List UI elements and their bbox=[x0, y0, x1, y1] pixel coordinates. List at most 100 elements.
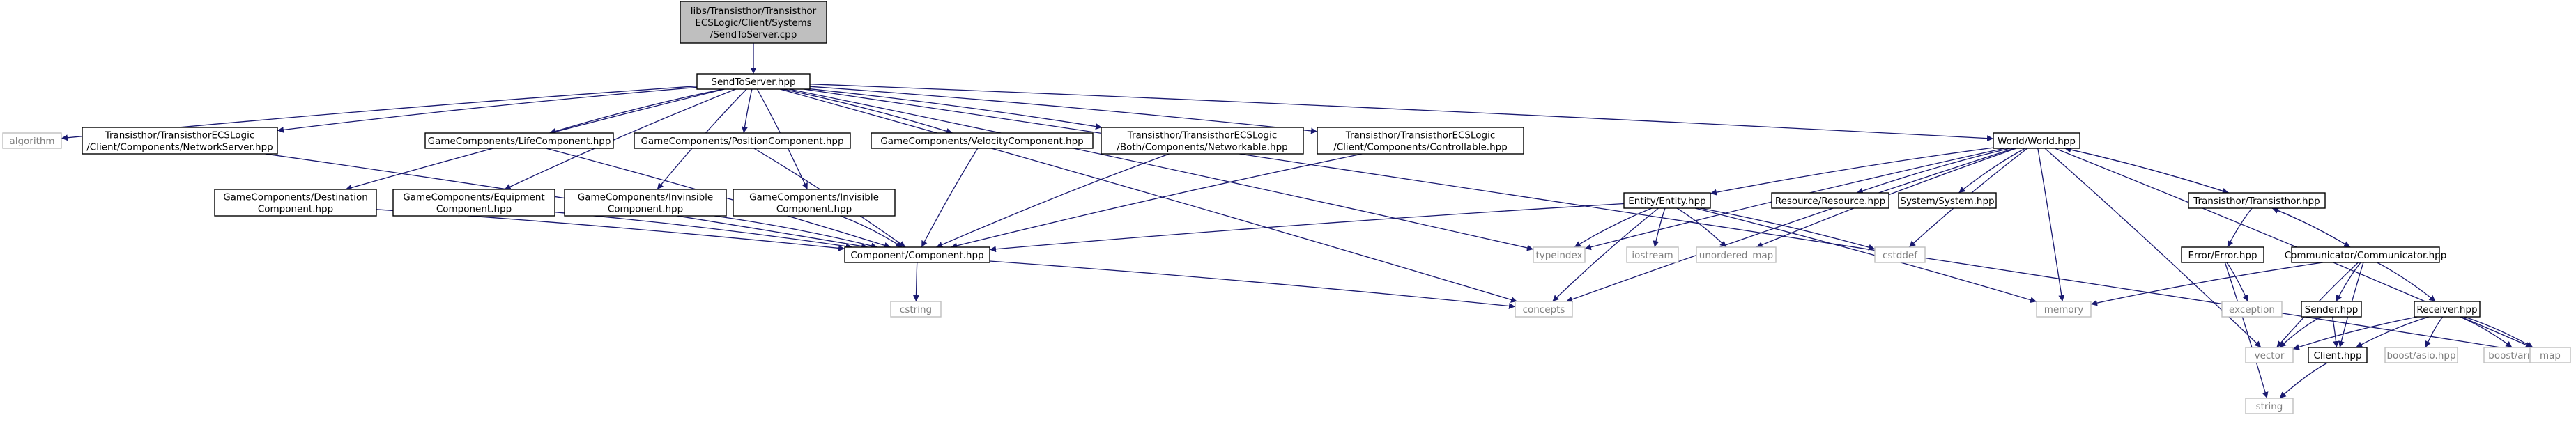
node-string: string bbox=[2245, 398, 2294, 414]
edge-sender-to-client bbox=[2331, 316, 2340, 348]
node-invinsible-label-line: GameComponents/Invinsible bbox=[578, 192, 713, 203]
edge-sender-to-vector bbox=[2279, 316, 2322, 348]
node-controllable-box bbox=[1317, 127, 1524, 155]
node-component[interactable]: Component/Component.hpp bbox=[844, 246, 990, 263]
edge-entity-to-cstddef bbox=[1699, 207, 1876, 251]
node-exception-box bbox=[2221, 301, 2283, 318]
node-system-label-line: System/System.hpp bbox=[1900, 196, 1994, 207]
edge-sendtoserver-to-velocity bbox=[783, 88, 953, 134]
node-velocity[interactable]: GameComponents/VelocityComponent.hpp bbox=[871, 132, 1094, 149]
node-position-box bbox=[634, 132, 851, 149]
node-entity-label-line: Entity/Entity.hpp bbox=[1628, 196, 1705, 207]
edge-entity-to-typeindex bbox=[1574, 207, 1653, 248]
node-map: map bbox=[2529, 347, 2571, 363]
node-typeindex-label-line: typeindex bbox=[1535, 250, 1582, 261]
node-networkable-box bbox=[1101, 127, 1304, 155]
node-networkserver-box bbox=[82, 127, 278, 155]
edge-receiver-to-map bbox=[2464, 316, 2533, 348]
node-entity[interactable]: Entity/Entity.hpp bbox=[1623, 192, 1711, 209]
node-sendtoserver[interactable]: SendToServer.hpp bbox=[696, 73, 811, 90]
node-exception: exception bbox=[2221, 301, 2283, 318]
node-receiver[interactable]: Receiver.hpp bbox=[2414, 301, 2481, 318]
node-root-label-line: /SendToServer.cpp bbox=[710, 29, 797, 40]
edge-entity-to-memory bbox=[1694, 207, 2037, 304]
node-communicator[interactable]: Communicator/Communicator.hpp bbox=[2285, 246, 2447, 263]
edge-communicator-to-transisthor bbox=[2271, 207, 2351, 248]
node-concepts-label-line: concepts bbox=[1523, 304, 1565, 315]
node-system[interactable]: System/System.hpp bbox=[1898, 192, 1997, 209]
node-velocity-label-line: GameComponents/VelocityComponent.hpp bbox=[880, 136, 1083, 147]
node-sender[interactable]: Sender.hpp bbox=[2301, 301, 2362, 318]
node-iostream: iostream bbox=[1626, 246, 1679, 263]
node-networkserver[interactable]: Transisthor/TransisthorECSLogic/Client/C… bbox=[82, 127, 278, 155]
edge-equipment-to-component bbox=[554, 212, 852, 250]
edge-component-to-cstring bbox=[912, 262, 919, 302]
node-algorithm: algorithm bbox=[2, 132, 62, 149]
node-world-label-line: World/World.hpp bbox=[1998, 136, 2076, 147]
node-layer: libs/Transisthor/TransisthorECSLogic/Cli… bbox=[2, 1, 2571, 414]
node-unordered_map-box bbox=[1696, 246, 1777, 263]
edge-networkable-to-component bbox=[936, 153, 1170, 248]
edge-controllable-to-component bbox=[951, 153, 1363, 249]
edge-sendtoserver-to-world bbox=[809, 84, 1994, 142]
node-networkserver-label-line: Transisthor/TransisthorECSLogic bbox=[105, 130, 255, 141]
node-life-label-line: GameComponents/LifeComponent.hpp bbox=[428, 136, 611, 147]
node-error[interactable]: Error/Error.hpp bbox=[2181, 246, 2264, 263]
node-position-label-line: GameComponents/PositionComponent.hpp bbox=[641, 136, 843, 147]
node-receiver-label-line: Receiver.hpp bbox=[2416, 304, 2477, 315]
edge-world-to-entity bbox=[1710, 147, 1994, 196]
node-equipment-box bbox=[392, 189, 555, 217]
node-client-label-line: Client.hpp bbox=[2313, 350, 2361, 361]
edge-error-to-string bbox=[2224, 262, 2269, 399]
node-equipment-label-line: GameComponents/Equipment bbox=[403, 192, 544, 203]
node-controllable-label-line: Transisthor/TransisthorECSLogic bbox=[1345, 130, 1496, 141]
edge-transisthor-to-error bbox=[2227, 207, 2253, 248]
edge-sendtoserver-to-equipment bbox=[504, 88, 736, 190]
node-resource-label-line: Resource/Resource.hpp bbox=[1775, 196, 1885, 207]
edge-transisthor-to-world bbox=[2064, 146, 2229, 194]
node-life-box bbox=[424, 132, 614, 149]
node-sender-label-line: Sender.hpp bbox=[2305, 304, 2359, 315]
edge-world-to-system bbox=[1958, 148, 2025, 194]
edge-receiver-to-boostasio bbox=[2425, 316, 2444, 348]
node-networkserver-label-line: /Client/Components/NetworkServer.hpp bbox=[86, 142, 273, 153]
node-invinsible-box bbox=[564, 189, 727, 217]
edge-receiver-to-vector bbox=[2292, 316, 2418, 350]
node-invisible-label-line: GameComponents/Invisible bbox=[749, 192, 879, 203]
edge-invisible-to-component bbox=[840, 215, 903, 248]
node-world[interactable]: World/World.hpp bbox=[1993, 132, 2080, 149]
edge-sendtoserver-to-controllable bbox=[809, 86, 1318, 134]
edge-world-to-vector bbox=[2044, 148, 2262, 348]
node-transisthor-label-line: Transisthor/Transisthor.hpp bbox=[2193, 196, 2320, 207]
node-transisthor[interactable]: Transisthor/Transisthor.hpp bbox=[2188, 192, 2326, 209]
edge-sendtoserver-to-networkable bbox=[809, 88, 1103, 130]
node-cstddef-label-line: cstddef bbox=[1883, 250, 1918, 261]
node-resource[interactable]: Resource/Resource.hpp bbox=[1771, 192, 1889, 209]
node-unordered_map: unordered_map bbox=[1696, 246, 1777, 263]
edge-velocity-to-component bbox=[921, 148, 979, 248]
node-communicator-box bbox=[2291, 246, 2440, 263]
node-position[interactable]: GameComponents/PositionComponent.hpp bbox=[634, 132, 851, 149]
edge-sendtoserver-to-concepts bbox=[779, 88, 1518, 303]
node-receiver-box bbox=[2414, 301, 2481, 318]
node-root-label-line: ECSLogic/Client/Systems bbox=[695, 17, 811, 29]
node-invisible-box bbox=[733, 189, 896, 217]
node-client[interactable]: Client.hpp bbox=[2308, 347, 2368, 363]
node-map-label-line: map bbox=[2540, 350, 2561, 361]
node-cstring-box bbox=[890, 301, 942, 318]
node-unordered_map-label-line: unordered_map bbox=[1699, 250, 1773, 261]
node-controllable-label-line: /Client/Components/Controllable.hpp bbox=[1333, 142, 1508, 153]
node-map-box bbox=[2529, 347, 2571, 363]
node-exception-label-line: exception bbox=[2229, 304, 2275, 315]
node-world-box bbox=[1993, 132, 2080, 149]
node-root: libs/Transisthor/TransisthorECSLogic/Cli… bbox=[680, 1, 827, 44]
node-algorithm-box bbox=[2, 132, 62, 149]
node-controllable[interactable]: Transisthor/TransisthorECSLogic/Client/C… bbox=[1317, 127, 1524, 155]
edge-communicator-to-memory bbox=[2090, 262, 2323, 306]
node-networkable[interactable]: Transisthor/TransisthorECSLogic/Both/Com… bbox=[1101, 127, 1304, 155]
node-life[interactable]: GameComponents/LifeComponent.hpp bbox=[424, 132, 614, 149]
